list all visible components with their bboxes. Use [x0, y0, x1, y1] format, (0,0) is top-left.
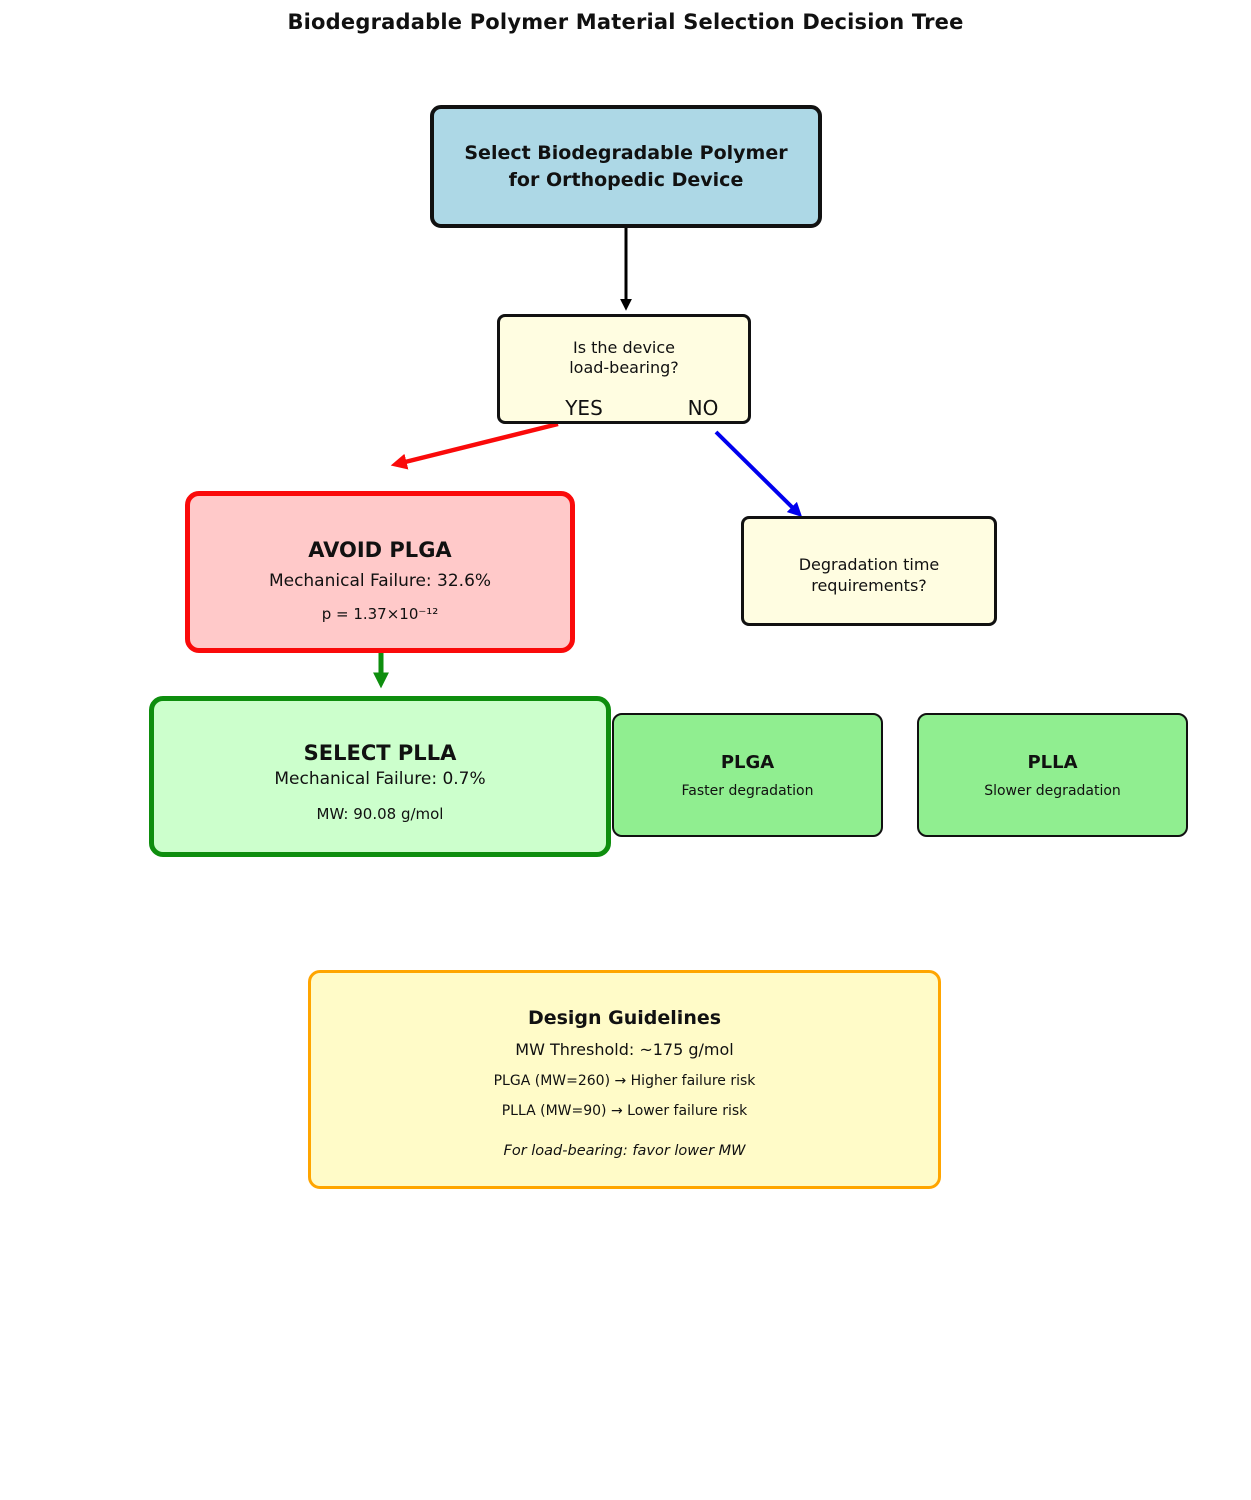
- node-plga-outcome: PLGA Faster degradation: [612, 713, 883, 837]
- node-load-bearing-decision: Is the device load-bearing? YES NO: [497, 314, 751, 424]
- guidelines-title: Design Guidelines: [527, 1007, 722, 1029]
- decision-text-line2: load-bearing?: [569, 358, 679, 377]
- node-root: Select Biodegradable Polymer for Orthope…: [430, 105, 822, 228]
- decision-text-line1: Is the device: [572, 338, 676, 357]
- avoid-plga-p-value: p = 1.37×10⁻¹²: [321, 605, 439, 623]
- degradation-text-line1: Degradation time: [798, 555, 940, 574]
- select-plla-title: SELECT PLLA: [303, 741, 457, 765]
- node-design-guidelines: Design Guidelines MW Threshold: ~175 g/m…: [308, 970, 941, 1189]
- plga-outcome-subtitle: Faster degradation: [681, 783, 814, 799]
- arrow-yes-to-avoid-plga-icon: [390, 421, 559, 470]
- branch-label-no: NO: [687, 396, 719, 420]
- root-text-line1: Select Biodegradable Polymer: [464, 141, 788, 164]
- guidelines-plga-rule: PLGA (MW=260) → Higher failure risk: [493, 1073, 756, 1089]
- degradation-text-line2: requirements?: [811, 576, 927, 595]
- guidelines-mw-threshold: MW Threshold: ~175 g/mol: [515, 1040, 734, 1059]
- plga-outcome-title: PLGA: [720, 752, 775, 773]
- root-text-line2: for Orthopedic Device: [508, 168, 744, 191]
- branch-label-yes: YES: [565, 396, 603, 420]
- plla-outcome-title: PLLA: [1027, 752, 1078, 773]
- page-title: Biodegradable Polymer Material Selection…: [287, 10, 964, 34]
- avoid-plga-title: AVOID PLGA: [308, 538, 452, 562]
- guidelines-load-bearing-note: For load-bearing: favor lower MW: [503, 1143, 746, 1159]
- node-degradation-time: Degradation time requirements?: [741, 516, 997, 626]
- arrow-no-to-degradation-icon: [714, 430, 803, 518]
- guidelines-plla-rule: PLLA (MW=90) → Lower failure risk: [501, 1103, 748, 1119]
- plla-outcome-subtitle: Slower degradation: [984, 783, 1121, 799]
- avoid-plga-failure-rate: Mechanical Failure: 32.6%: [268, 571, 492, 591]
- select-plla-molecular-weight: MW: 90.08 g/mol: [316, 805, 444, 823]
- node-plla-outcome: PLLA Slower degradation: [917, 713, 1188, 837]
- node-select-plla: SELECT PLLA Mechanical Failure: 0.7% MW:…: [149, 696, 611, 857]
- node-avoid-plga: AVOID PLGA Mechanical Failure: 32.6% p =…: [185, 491, 575, 653]
- select-plla-failure-rate: Mechanical Failure: 0.7%: [274, 769, 486, 789]
